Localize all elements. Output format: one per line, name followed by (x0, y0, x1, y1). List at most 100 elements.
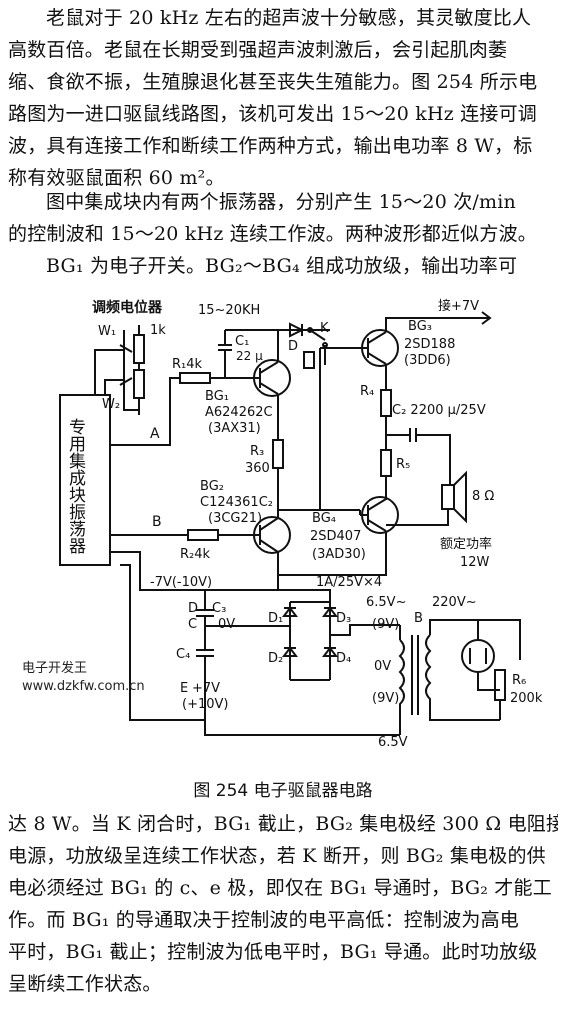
c3-capacitor (196, 590, 214, 650)
d4-label: D₄ (336, 651, 351, 666)
zero-v-label: 0V (218, 617, 235, 632)
transformer-primary (425, 634, 432, 710)
r3-resistor (272, 439, 284, 469)
minus7-label: -7V(-10V) (150, 575, 212, 590)
paragraph-intro: 老鼠对于 20 kHz 左右的超声波十分敏感，其灵敏度比人 高数百倍。老鼠在长期… (8, 2, 558, 194)
r6-value: 200k (510, 691, 543, 706)
r2-resistor (187, 529, 219, 541)
bg2-code: (3CG21) (208, 511, 262, 526)
c4-label: C₄ (176, 647, 190, 662)
bg2-part: C124361C₂ (200, 495, 273, 510)
text-line: 高数百倍。老鼠在长期受到强超声波刺激后，会引起肌肉萎 (8, 39, 508, 61)
c2-label: C₂ 2200 μ/25V (392, 403, 486, 418)
neon-lamp (461, 639, 495, 673)
zero-v2-label: 0V (374, 659, 391, 674)
r4-resistor (380, 389, 392, 417)
pot-w1 (133, 334, 145, 364)
bg4-label: BG₄ (312, 511, 336, 526)
ic-block (59, 394, 111, 566)
bg3-part: 2SD188 (404, 337, 455, 352)
text-line: 电必须经过 BG₁ 的 c、e 极，即仅在 BG₁ 导通时，BG₂ 才能工 (8, 877, 552, 899)
paragraph-oscillators: 图中集成块内有两个振荡器，分别产生 15～20 次/min 的控制波和 15～2… (8, 186, 558, 250)
transformer-secondary (398, 625, 405, 720)
d2-label: D₂ (268, 651, 283, 666)
text-line: 的控制波和 15～20 kHz 连续工作波。两种波形都近似方波。 (8, 223, 537, 245)
text-line: 电源，功放级呈连续工作状态，若 K 断开，则 BG₂ 集电极的供 (8, 845, 546, 867)
rated-power: 额定功率 (440, 536, 492, 552)
line-a-label: A (150, 426, 160, 442)
freq-label: 15~20KH (198, 303, 260, 318)
c1-capacitor (218, 330, 232, 378)
text-line: 图中集成块内有两个振荡器，分别产生 15～20 次/min (46, 191, 516, 213)
v65-top: 6.5V~ (366, 595, 406, 610)
r2-label: R₂4k (180, 547, 211, 562)
pot-value: 1k (150, 323, 166, 338)
paragraph-operation: 达 8 W。当 K 闭合时，BG₁ 截止，BG₂ 集电极经 300 Ω 电阻接 … (8, 808, 558, 1000)
text-line: 作。而 BG₁ 的导通取决于控制波的电平高低：控制波为高电 (8, 909, 519, 931)
ic-label: 专用集成块振荡器 (65, 418, 86, 554)
diode-d4 (322, 646, 338, 657)
r6-resistor (494, 669, 506, 701)
pot-w2 (133, 369, 145, 399)
r5-label: R₅ (396, 457, 410, 472)
r6-label: R₆ (512, 673, 526, 688)
c4-capacitor (196, 649, 214, 680)
r3-label: R₃ (250, 444, 264, 459)
trans-b-label: B (414, 611, 423, 626)
d1-label: D₁ (268, 611, 283, 626)
figure-caption: 图 254 电子驱鼠器电路 (193, 781, 373, 801)
c1-label: C₁ (235, 334, 249, 349)
bg2-label: BG₂ (200, 479, 224, 494)
c1-value: 22 μ (236, 349, 263, 363)
text-line: 路图为一进口驱鼠线路图，该机可发出 15～20 kHz 连接可调 (8, 103, 537, 125)
d-label: D (288, 339, 298, 354)
r3-value: 360 (245, 461, 270, 476)
speaker-ohm: 8 Ω (472, 489, 494, 504)
watermark-url: www.dzkfw.com.cn (22, 679, 145, 694)
text-line: 称有效驱鼠面积 60 m²。 (8, 167, 225, 189)
bg4-code: (3AD30) (312, 547, 366, 562)
watermark-line: 电子开发王 (22, 661, 88, 676)
plus7b-label: +7V (192, 681, 220, 696)
r1-label: R₁4k (172, 357, 203, 372)
text-line: 缩、食欲不振，生殖腺退化甚至丧失生殖能力。图 254 所示电 (8, 71, 538, 93)
bg1-code: (3AX31) (208, 421, 261, 436)
diode-d1 (282, 606, 298, 617)
circuit-diagram: 专用集成块振荡器 调频电位器 W₁ W₂ 1k A R₁4k 15~20KH C… (59, 298, 543, 750)
pot-title: 调频电位器 (92, 299, 163, 316)
w2-label: W₂ (102, 397, 120, 412)
cap-d-label: D (188, 601, 198, 616)
plus7-label: 接+7V (438, 298, 479, 314)
r1-resistor (179, 372, 211, 384)
text-line: 呈断续工作状态。 (8, 973, 162, 995)
r5-resistor (380, 449, 392, 477)
cap-c-label: C (188, 617, 197, 632)
text-line: 达 8 W。当 K 闭合时，BG₁ 截止，BG₂ 集电极经 300 Ω 电阻接 (8, 813, 558, 835)
speaker (441, 484, 455, 510)
bg2-transistor (253, 516, 291, 554)
text-line: 波，具有连接工作和断续工作两种方式，输出电功率 8 W，标 (8, 135, 533, 157)
plus7-arrow (385, 311, 492, 332)
w1-label: W₁ (98, 324, 116, 339)
k-label: K (320, 321, 329, 336)
bg1-label: BG₁ (205, 389, 229, 404)
text-line: BG₁ 为电子开关。BG₂～BG₄ 组成功放级，输出功率可 (46, 255, 518, 277)
diode-d (289, 322, 305, 338)
text-line: 平时，BG₁ 截止；控制波为低电平时，BG₁ 导通。此时功放级 (8, 941, 538, 963)
diode-d3 (322, 606, 338, 617)
text-line: 老鼠对于 20 kHz 左右的超声波十分敏感，其灵敏度比人 (46, 7, 532, 29)
line-b-label: B (152, 514, 162, 530)
v9-top: (9V) (372, 617, 399, 632)
bg3-label: BG₃ (408, 319, 432, 334)
pot-wiper (123, 330, 139, 411)
rated-power-value: 12W (460, 555, 490, 570)
cap-e-label: E (180, 681, 188, 696)
paragraph-switch: BG₁ 为电子开关。BG₂～BG₄ 组成功放级，输出功率可 (8, 250, 558, 282)
line-a (110, 377, 180, 446)
c2-capacitor (386, 428, 451, 485)
diode-d2 (282, 646, 298, 657)
bg3-code: (3DD6) (404, 353, 451, 368)
bg1-part: A624262C (205, 405, 273, 420)
v65-bot: 6.5V (378, 735, 408, 750)
diode-rating: 1A/25V×4 (316, 575, 382, 590)
